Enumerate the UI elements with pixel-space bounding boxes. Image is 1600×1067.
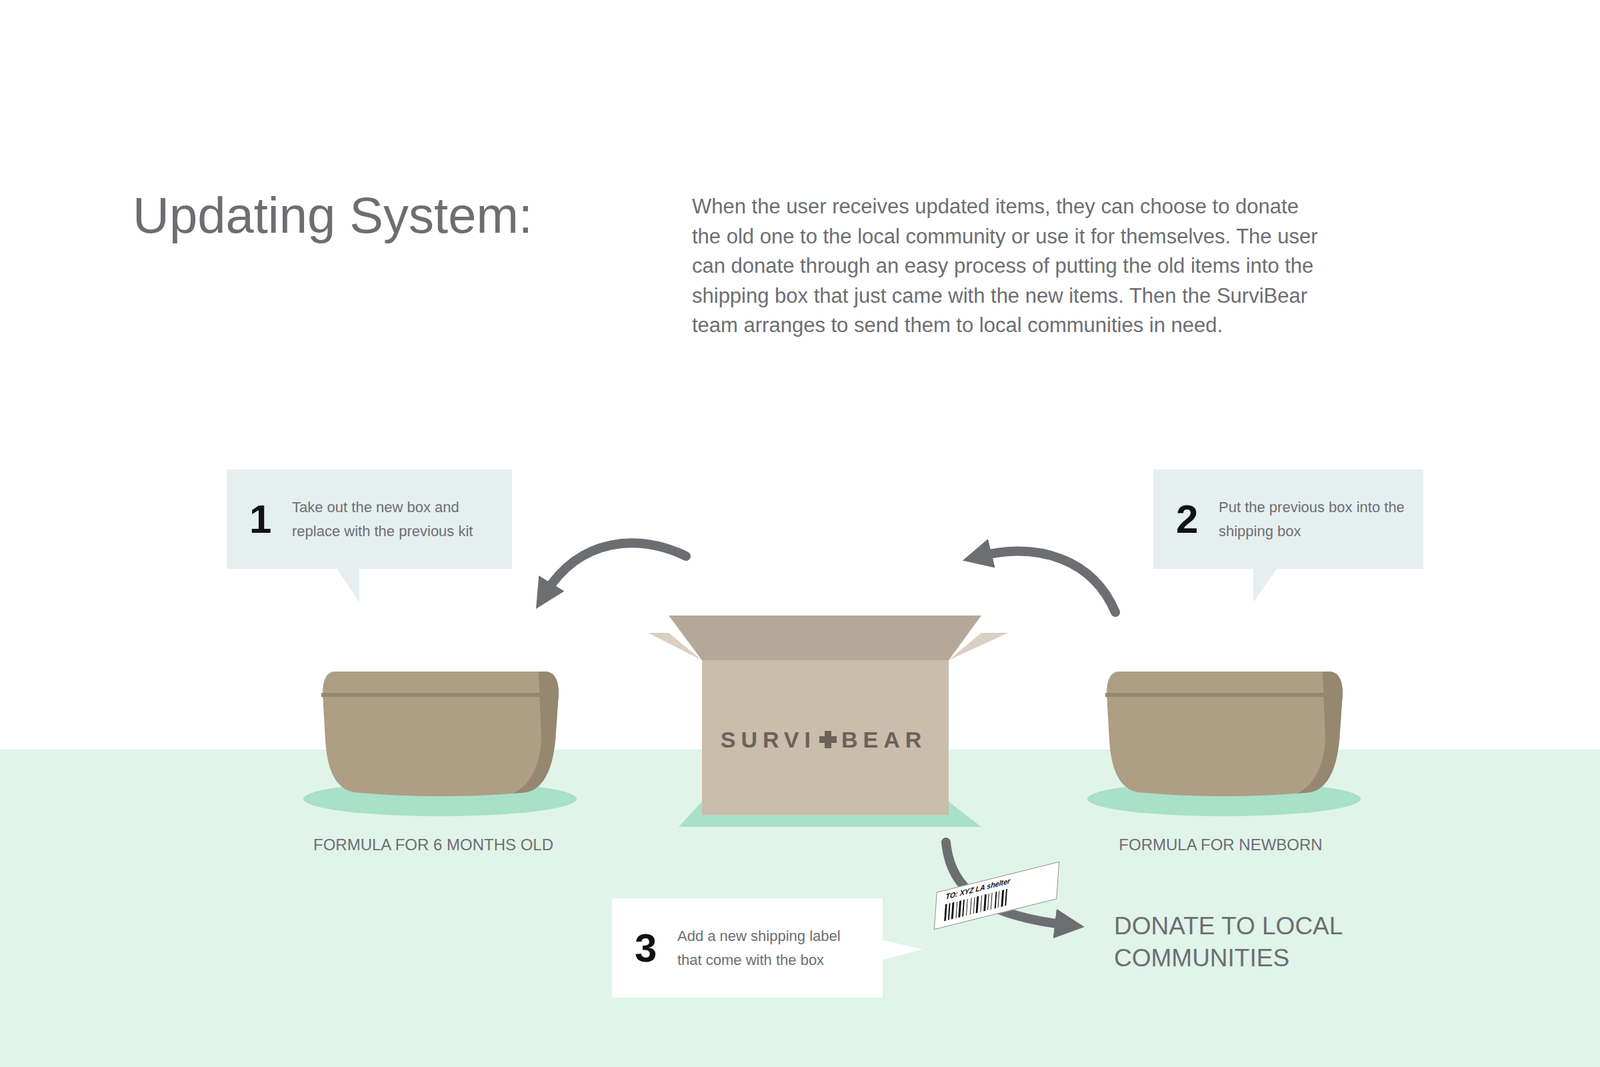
callout-text: Add a new shipping label that come with … — [677, 924, 868, 972]
callout-number: 1 — [249, 499, 292, 540]
callout-number: 3 — [634, 928, 678, 968]
diagram-title: Updating System: — [132, 185, 533, 246]
brand-cross — [819, 736, 837, 743]
item-label: FORMULA FOR 6 MONTHS OLD — [313, 834, 554, 855]
callout-tail — [1153, 469, 1477, 609]
flow-arrow — [545, 542, 686, 594]
callout-box: 1Take out the new box and replace with t… — [226, 469, 512, 569]
brand-name: BEAR — [841, 726, 927, 753]
callout-box: 3Add a new shipping label that come with… — [612, 898, 883, 998]
formula-bowl — [303, 671, 577, 816]
callout-text: Take out the new box and replace with th… — [292, 495, 498, 544]
shipping-box — [648, 615, 1008, 827]
description-text: When the user receives updated items, th… — [692, 192, 1332, 341]
shipping-tag: TO: XYZ LA shelter — [945, 865, 1055, 902]
flow-arrow — [980, 551, 1116, 612]
shipping-tag-card: TO: XYZ LA shelter — [934, 861, 1060, 930]
callout-text: Put the previous box into the shipping b… — [1218, 495, 1409, 544]
callout-box: 2Put the previous box into the shipping … — [1153, 469, 1424, 569]
item-label: FORMULA FOR NEWBORN — [1118, 834, 1322, 855]
brand-name: SURVI — [720, 726, 816, 753]
callout-number: 2 — [1176, 499, 1219, 540]
destination-label: DONATE TO LOCAL COMMUNITIES — [1114, 910, 1421, 974]
formula-bowl — [1087, 671, 1361, 816]
